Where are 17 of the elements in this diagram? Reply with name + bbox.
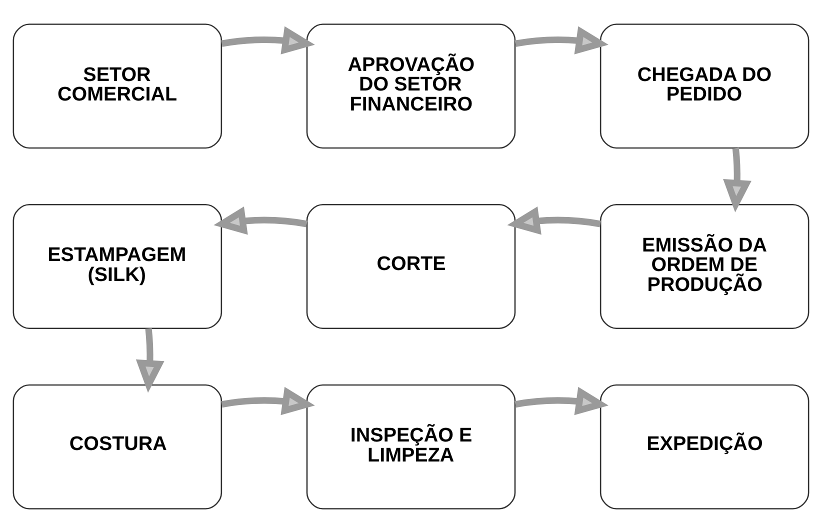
node-box: ESTAMPAGEM (SILK) (12, 203, 222, 329)
arrow (514, 26, 608, 54)
node-box: SETOR COMERCIAL (12, 23, 222, 148)
node-box: CORTE (306, 203, 516, 329)
node-box: EMISSÃO DA ORDEM DE PRODUÇÃO (600, 203, 810, 329)
node-box: COSTURA (12, 384, 222, 509)
node-box: CHEGADA DO PEDIDO (600, 23, 810, 148)
arrow (221, 26, 315, 54)
arrow (507, 206, 601, 234)
node-box: EXPEDIÇÃO (600, 384, 810, 509)
arrow (723, 147, 752, 212)
arrow (214, 206, 308, 234)
arrow (136, 328, 164, 392)
arrow (221, 386, 315, 415)
arrow (514, 386, 608, 415)
node-box: APROVAÇÃO DO SETOR FINANCEIRO (306, 23, 516, 148)
node-box: INSPEÇÃO E LIMPEZA (306, 384, 516, 509)
